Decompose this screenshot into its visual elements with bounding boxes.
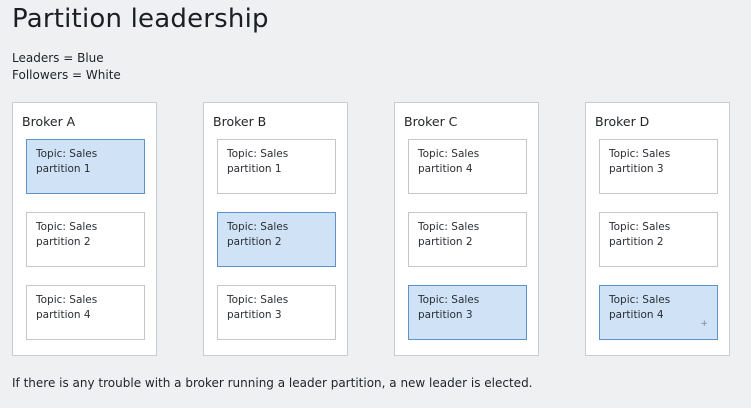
page-title: Partition leadership xyxy=(12,4,269,34)
broker-label: Broker C xyxy=(404,114,458,129)
partition-number: partition 1 xyxy=(36,163,91,175)
broker-label: Broker A xyxy=(22,114,76,129)
partition-number: partition 3 xyxy=(609,163,664,175)
broker-label: Broker D xyxy=(595,114,650,129)
partition-box: Topic: Sales partition 4 xyxy=(26,285,145,340)
partition-number: partition 1 xyxy=(227,163,282,175)
partition-box: Topic: Sales partition 4 + xyxy=(599,285,718,340)
partition-topic: Topic: Sales xyxy=(418,221,480,233)
partition-topic: Topic: Sales xyxy=(609,148,671,160)
legend-leaders: Leaders = Blue xyxy=(12,51,104,65)
legend-followers: Followers = White xyxy=(12,68,121,82)
partition-box: Topic: Sales partition 4 xyxy=(408,139,527,194)
broker-b: Broker B Topic: Sales partition 1 Topic:… xyxy=(203,102,348,356)
partition-box: Topic: Sales partition 1 xyxy=(26,139,145,194)
partition-topic: Topic: Sales xyxy=(418,148,480,160)
partition-topic: Topic: Sales xyxy=(227,221,289,233)
partition-topic: Topic: Sales xyxy=(36,221,98,233)
broker-d: Broker D Topic: Sales partition 3 Topic:… xyxy=(585,102,730,356)
partition-topic: Topic: Sales xyxy=(418,294,480,306)
partition-number: partition 4 xyxy=(36,309,91,321)
partition-box: Topic: Sales partition 2 xyxy=(408,212,527,267)
partition-topic: Topic: Sales xyxy=(36,294,98,306)
broker-a: Broker A Topic: Sales partition 1 Topic:… xyxy=(12,102,157,356)
partition-topic: Topic: Sales xyxy=(609,294,671,306)
partition-topic: Topic: Sales xyxy=(609,221,671,233)
partition-number: partition 2 xyxy=(609,236,664,248)
partition-number: partition 3 xyxy=(418,309,473,321)
partition-number: partition 2 xyxy=(36,236,91,248)
partition-box: Topic: Sales partition 2 xyxy=(217,212,336,267)
partition-box: Topic: Sales partition 1 xyxy=(217,139,336,194)
partition-topic: Topic: Sales xyxy=(227,148,289,160)
footer-note: If there is any trouble with a broker ru… xyxy=(12,376,533,390)
partition-number: partition 3 xyxy=(227,309,282,321)
cursor-plus-icon: + xyxy=(700,319,708,329)
partition-number: partition 4 xyxy=(418,163,473,175)
partition-number: partition 2 xyxy=(227,236,282,248)
broker-c: Broker C Topic: Sales partition 4 Topic:… xyxy=(394,102,539,356)
partition-topic: Topic: Sales xyxy=(36,148,98,160)
partition-number: partition 4 xyxy=(609,309,664,321)
partition-number: partition 2 xyxy=(418,236,473,248)
partition-box: Topic: Sales partition 3 xyxy=(599,139,718,194)
legend: Leaders = Blue Followers = White xyxy=(12,50,121,84)
partition-box: Topic: Sales partition 2 xyxy=(599,212,718,267)
partition-box: Topic: Sales partition 3 xyxy=(217,285,336,340)
partition-box: Topic: Sales partition 2 xyxy=(26,212,145,267)
partition-box: Topic: Sales partition 3 xyxy=(408,285,527,340)
broker-label: Broker B xyxy=(213,114,267,129)
partition-topic: Topic: Sales xyxy=(227,294,289,306)
